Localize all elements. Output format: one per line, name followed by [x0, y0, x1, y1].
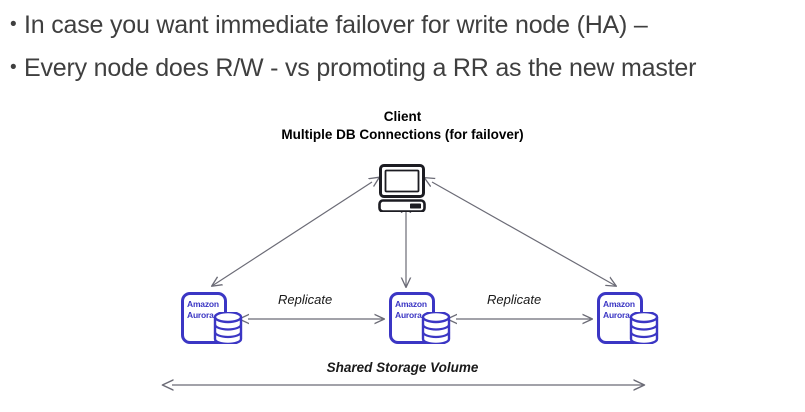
aurora-node-left[interactable]: Amazon Aurora: [181, 292, 243, 346]
bullet-item: • Every node does R/W - vs promoting a R…: [10, 51, 800, 87]
bullet-text: Every node does R/W - vs promoting a RR …: [24, 54, 697, 82]
bullet-marker-icon: •: [10, 57, 17, 78]
replicate-label-right: Replicate: [487, 292, 542, 307]
node-label-line2: Aurora: [187, 309, 214, 320]
arrow-client-right-node: [432, 182, 616, 286]
node-label-line2: Aurora: [603, 309, 630, 320]
node-label-line1: Amazon: [187, 299, 219, 309]
bullet-marker-icon: •: [10, 14, 17, 35]
node-label-line1: Amazon: [603, 299, 635, 309]
bullet-item: • In case you want immediate failover fo…: [10, 8, 800, 44]
node-label: Amazon Aurora: [603, 299, 649, 320]
aurora-node-right[interactable]: Amazon Aurora: [597, 292, 659, 346]
arrow-client-left-node: [212, 182, 372, 286]
node-label-line2: Aurora: [395, 309, 422, 320]
aurora-node-middle[interactable]: Amazon Aurora: [389, 292, 451, 346]
replicate-label-left: Replicate: [278, 292, 333, 307]
node-label-line1: Amazon: [395, 299, 427, 309]
architecture-diagram: Client Multiple DB Connections (for fail…: [0, 100, 805, 412]
node-label: Amazon Aurora: [395, 299, 441, 320]
desktop-computer-icon: [376, 164, 428, 213]
database-cylinder-icon: [213, 310, 243, 346]
node-label: Amazon Aurora: [187, 299, 233, 320]
database-cylinder-icon: [629, 310, 659, 346]
shared-storage-label: Shared Storage Volume: [326, 360, 479, 375]
bullet-list: • In case you want immediate failover fo…: [10, 8, 800, 94]
database-cylinder-icon: [421, 310, 451, 346]
connector-arrows: [0, 100, 805, 412]
bullet-text: In case you want immediate failover for …: [24, 11, 648, 39]
